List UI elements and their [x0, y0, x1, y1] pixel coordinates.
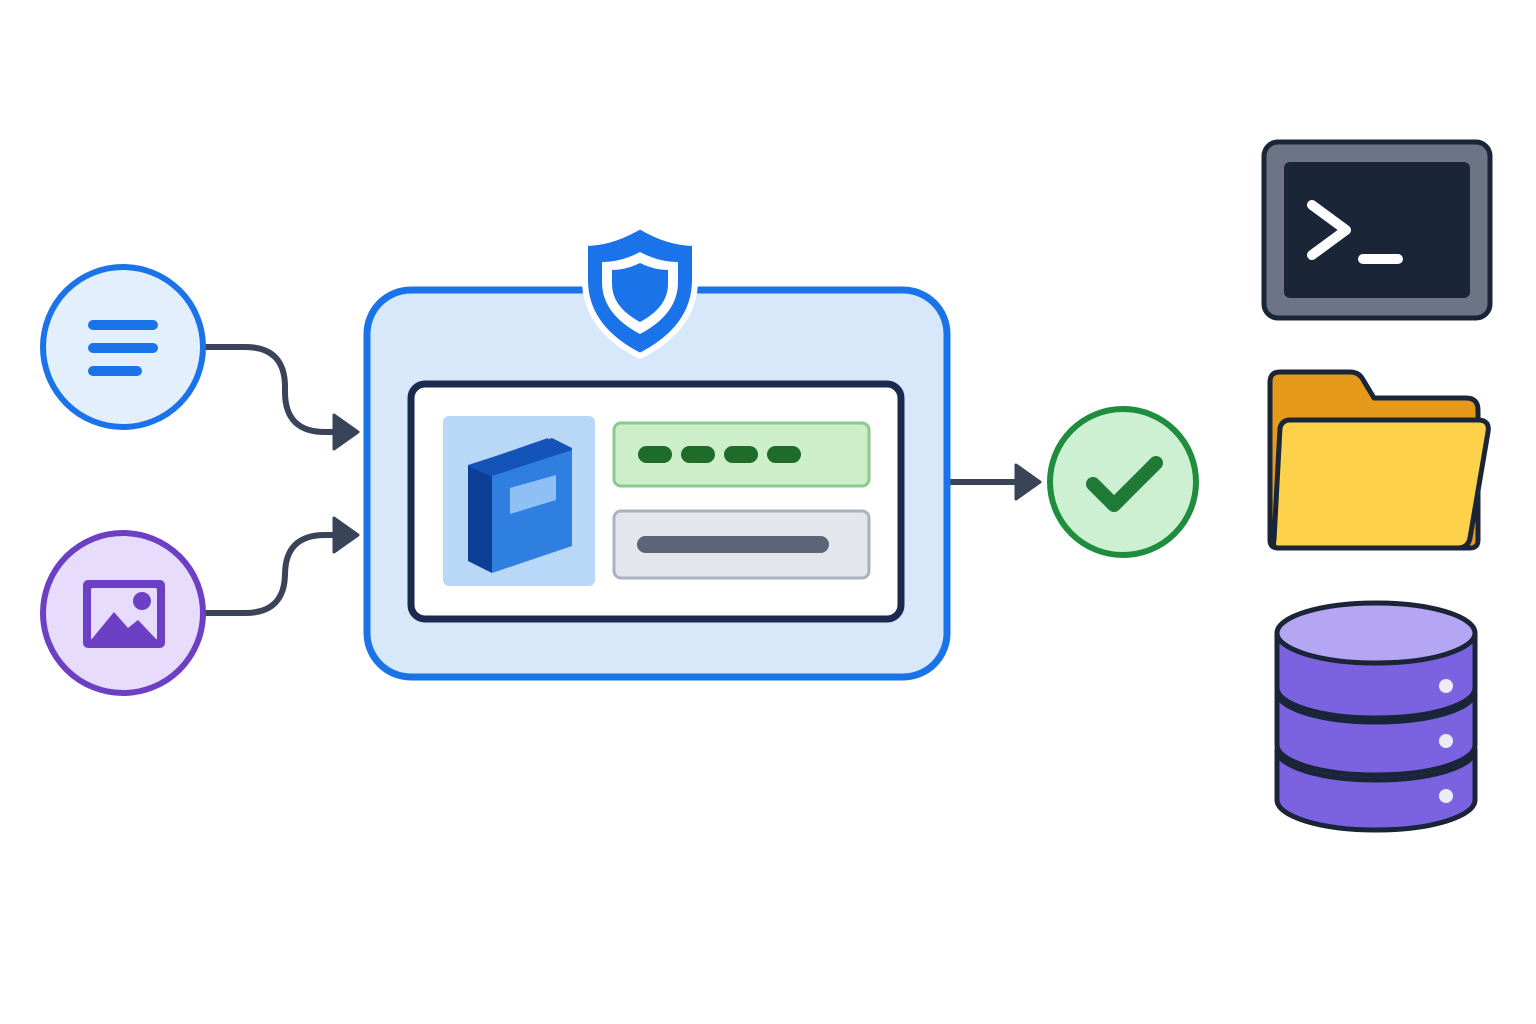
inner-card — [407, 380, 905, 623]
result-node — [1047, 406, 1199, 558]
terminal-output — [1261, 139, 1493, 321]
image-icon — [83, 580, 165, 648]
status-light — [1439, 789, 1453, 803]
database-icon — [1274, 600, 1478, 833]
mask-dots — [638, 446, 801, 463]
terminal-icon — [1307, 200, 1403, 264]
status-light — [1439, 734, 1453, 748]
book-icon — [468, 438, 572, 573]
arrowhead-image — [332, 516, 360, 554]
database-output — [1274, 600, 1478, 833]
mask-dot — [724, 446, 758, 463]
masked-field — [612, 421, 871, 488]
book-tile — [443, 416, 595, 586]
arrowhead-text — [332, 413, 360, 451]
processor-panel — [363, 223, 951, 681]
text-field — [612, 509, 871, 580]
mask-dot — [767, 446, 801, 463]
connector-text-to-processor — [202, 344, 343, 435]
check-icon — [1086, 456, 1163, 512]
folder-icon — [1267, 369, 1491, 551]
database-lights — [1439, 679, 1453, 803]
shield-icon — [582, 223, 698, 359]
mask-dot — [681, 446, 715, 463]
mask-dot — [638, 446, 672, 463]
status-light — [1439, 679, 1453, 693]
connector-image-to-processor — [202, 532, 343, 616]
text-lines-icon — [88, 320, 158, 376]
connectors — [202, 344, 1042, 616]
folder-output — [1267, 369, 1491, 551]
text-input-node — [40, 264, 206, 430]
image-input-node — [40, 530, 206, 696]
text-placeholder-bar — [637, 536, 829, 553]
arrowhead-result — [1014, 463, 1042, 501]
